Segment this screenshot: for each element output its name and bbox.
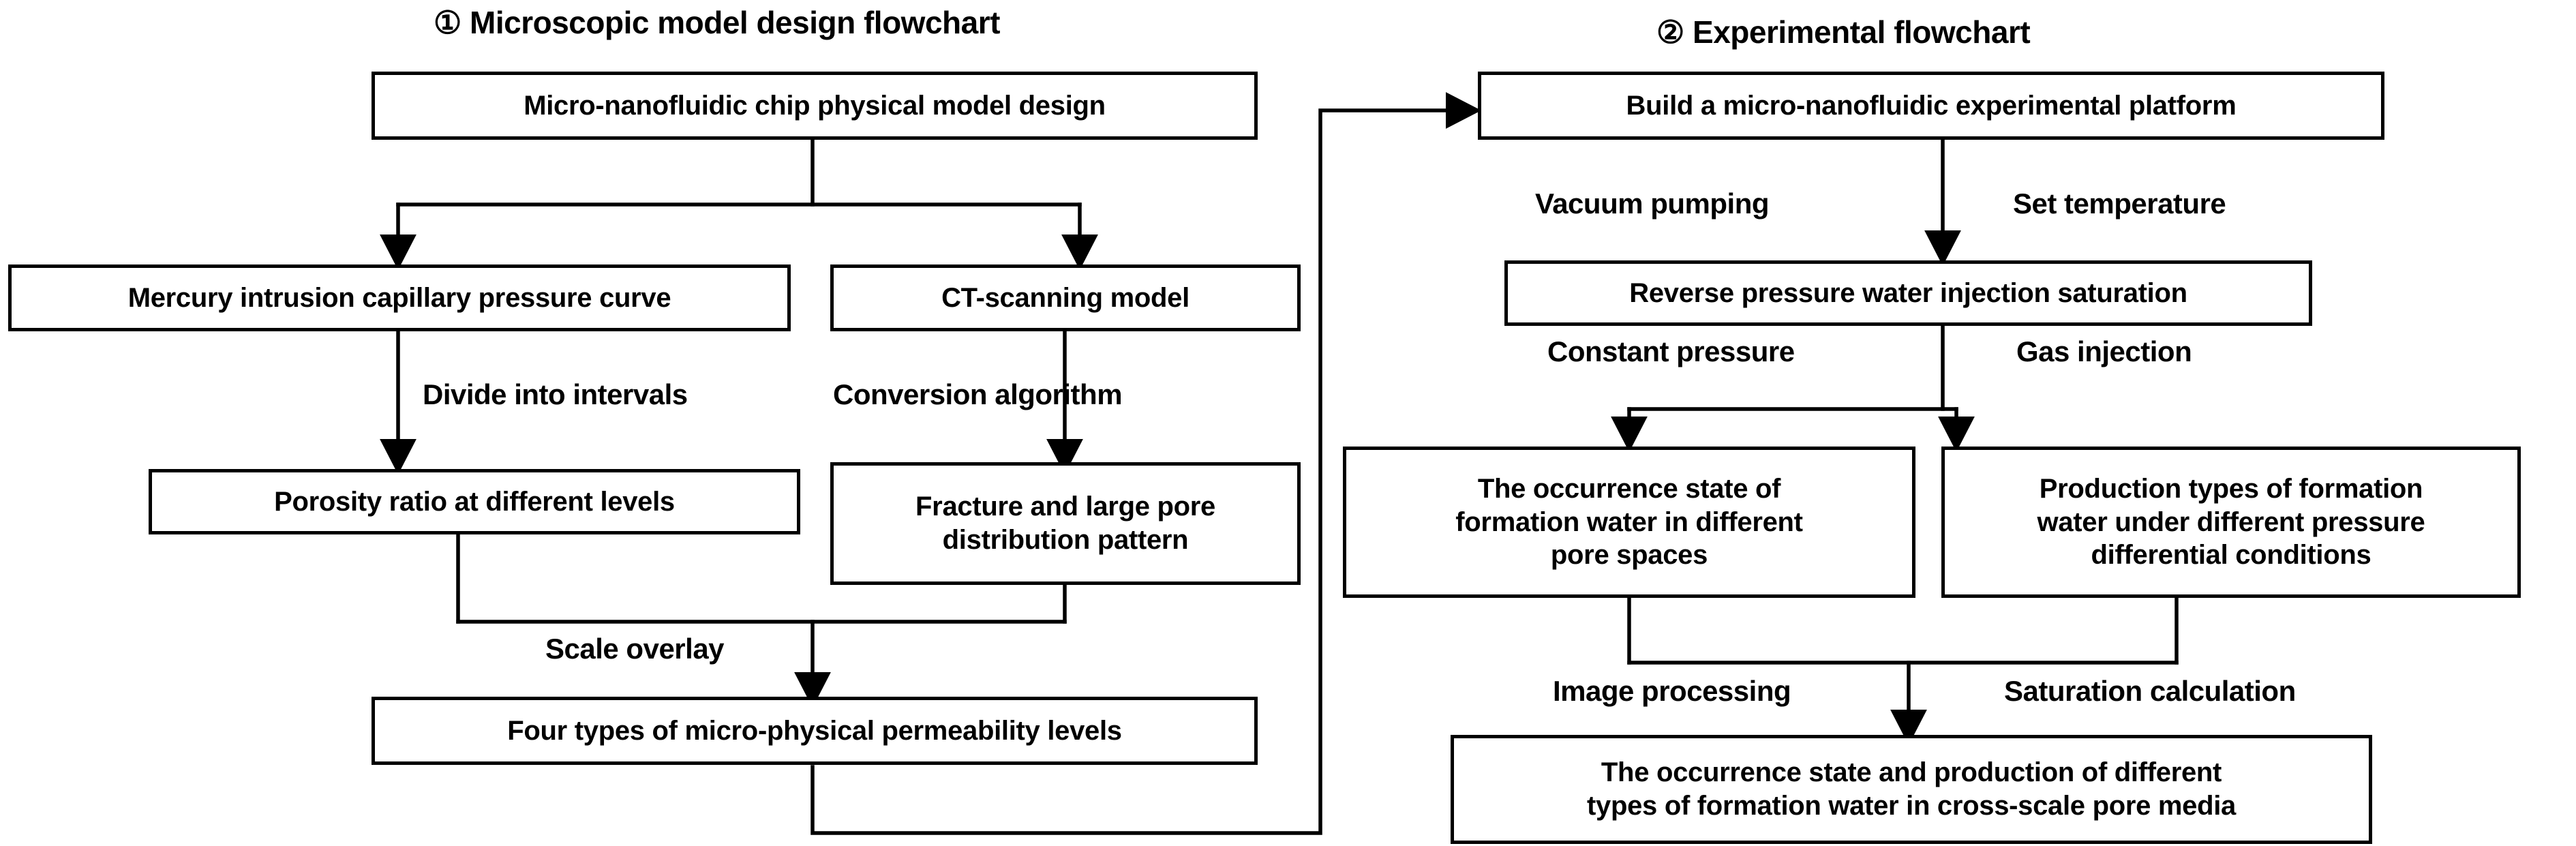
node-build-platform-label: Build a micro-nanofluidic experimental p…: [1626, 90, 2237, 121]
section-2-title: Experimental flowchart: [1693, 14, 2031, 50]
node-fracture-distribution[interactable]: Fracture and large pore distribution pat…: [830, 462, 1301, 585]
edge-label-saturation-calculation: Saturation calculation: [2004, 675, 2296, 708]
node-final-result-line1: The occurrence state and production of d…: [1601, 757, 2222, 788]
node-production-types[interactable]: Production types of formation water unde…: [1941, 447, 2521, 598]
node-ct-scanning-model-label: CT-scanning model: [941, 282, 1189, 313]
node-production-types-line3: differential conditions: [2091, 540, 2372, 571]
node-final-result[interactable]: The occurrence state and production of d…: [1451, 735, 2372, 844]
edge-label-scale-overlay: Scale overlay: [545, 633, 725, 665]
node-final-result-line2: types of formation water in cross-scale …: [1587, 791, 2236, 821]
node-mercury-intrusion-label: Mercury intrusion capillary pressure cur…: [127, 282, 671, 313]
section-1-title: Microscopic model design flowchart: [470, 5, 1000, 40]
node-porosity-ratio[interactable]: Porosity ratio at different levels: [149, 469, 800, 534]
edge-label-divide-into-intervals: Divide into intervals: [423, 378, 688, 411]
edge-label-constant-pressure: Constant pressure: [1547, 335, 1795, 368]
section-title-1: ① Microscopic model design flowchart: [434, 4, 1000, 41]
node-ct-scanning-model[interactable]: CT-scanning model: [830, 265, 1301, 331]
node-chip-design[interactable]: Micro-nanofluidic chip physical model de…: [372, 72, 1258, 140]
node-occurrence-state-line1: The occurrence state of: [1477, 473, 1781, 504]
node-fracture-distribution-line2: distribution pattern: [942, 525, 1189, 555]
node-four-types-label: Four types of micro-physical permeabilit…: [507, 715, 1122, 746]
node-four-types[interactable]: Four types of micro-physical permeabilit…: [372, 697, 1258, 765]
edge-label-vacuum-pumping: Vacuum pumping: [1535, 187, 1770, 220]
section-1-marker: ①: [434, 5, 461, 40]
node-fracture-distribution-line1: Fracture and large pore: [915, 492, 1215, 522]
node-occurrence-state-line2: formation water in different: [1455, 507, 1803, 537]
node-production-types-line1: Production types of formation: [2039, 473, 2423, 504]
node-reverse-pressure-label: Reverse pressure water injection saturat…: [1629, 277, 2187, 308]
edge-label-image-processing: Image processing: [1553, 675, 1791, 708]
node-occurrence-state[interactable]: The occurrence state of formation water …: [1343, 447, 1915, 598]
edge-label-conversion-algorithm: Conversion algorithm: [833, 378, 1123, 410]
node-chip-design-label: Micro-nanofluidic chip physical model de…: [524, 90, 1106, 121]
node-production-types-line2: water under different pressure: [2037, 507, 2425, 537]
edge-label-gas-injection: Gas injection: [2016, 335, 2192, 368]
node-porosity-ratio-label: Porosity ratio at different levels: [274, 486, 675, 517]
node-reverse-pressure[interactable]: Reverse pressure water injection saturat…: [1504, 260, 2312, 326]
node-occurrence-state-line3: pore spaces: [1550, 540, 1708, 571]
edge-label-set-temperature: Set temperature: [2013, 187, 2226, 220]
section-2-marker: ②: [1656, 14, 1684, 50]
section-title-2: ② Experimental flowchart: [1656, 14, 2031, 50]
node-build-platform[interactable]: Build a micro-nanofluidic experimental p…: [1478, 72, 2384, 140]
node-mercury-intrusion[interactable]: Mercury intrusion capillary pressure cur…: [8, 265, 791, 331]
